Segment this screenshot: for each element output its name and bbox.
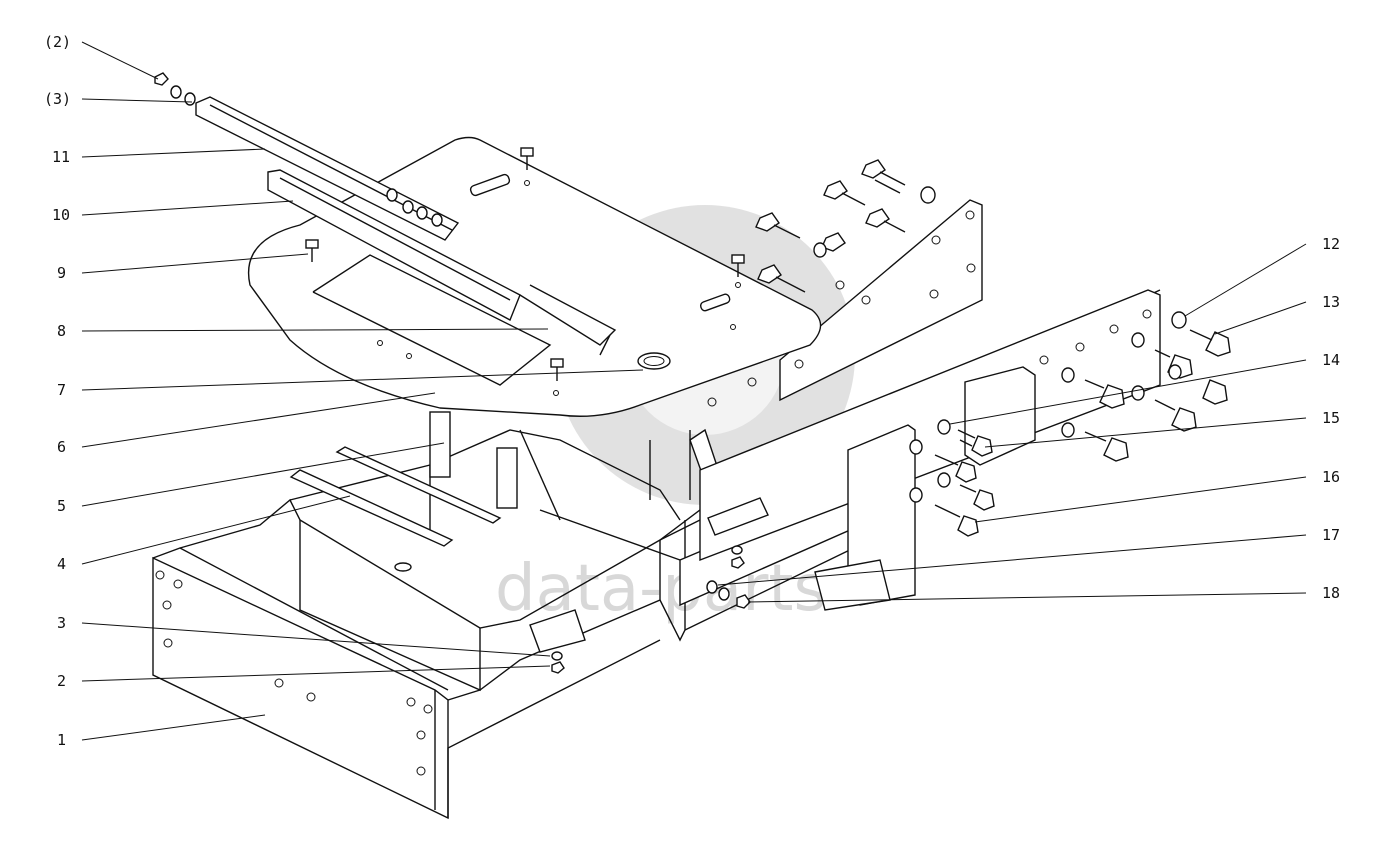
callout-label: 1 [57, 731, 66, 749]
callout-label: 17 [1322, 526, 1340, 544]
callout-label: 3 [57, 614, 66, 632]
watermark-text: data-parts [495, 552, 827, 626]
fasteners [154, 72, 1231, 674]
callout-label: 18 [1322, 584, 1340, 602]
bolt [1154, 399, 1197, 432]
part-bracket-right [529, 366, 1036, 653]
part-posts [429, 411, 518, 509]
callout-label: 10 [52, 206, 70, 224]
callout-label: 13 [1322, 293, 1340, 311]
callout-label: 4 [57, 555, 66, 573]
callout-label: 5 [57, 497, 66, 515]
callout-label: 9 [57, 264, 66, 282]
callout-label: 7 [57, 381, 66, 399]
bolt [957, 429, 993, 457]
callout-label: 8 [57, 322, 66, 340]
callout-label: 16 [1322, 468, 1340, 486]
callout-label: (2) [44, 33, 71, 51]
part-straps-4 [289, 446, 502, 547]
callout-label: (3) [44, 90, 71, 108]
bolt [1084, 431, 1129, 462]
part-rail-10 [267, 169, 521, 321]
bolt [755, 212, 801, 239]
callout-label: 6 [57, 438, 66, 456]
bolt [1189, 329, 1231, 357]
callout-labels-right: 12 13 14 15 16 17 18 [1322, 235, 1340, 602]
bolt [1084, 379, 1125, 409]
callout-label: 11 [52, 148, 70, 166]
bolt [1202, 379, 1228, 405]
bolt [823, 180, 866, 206]
callout-label: 12 [1322, 235, 1340, 253]
nut-small [154, 72, 169, 86]
bolt [934, 454, 977, 483]
part-right-side-member [699, 199, 1161, 562]
callout-labels-left: (2) (3) 11 10 9 8 7 6 5 4 3 2 1 [44, 33, 71, 749]
plate-bolts [305, 147, 745, 381]
part-rod-8 [519, 284, 617, 356]
bolt [757, 264, 806, 293]
leader-lines [81, 41, 1307, 741]
callout-label: 2 [57, 672, 66, 690]
bolt [959, 484, 995, 511]
callout-label: 15 [1322, 409, 1340, 427]
bolt [934, 504, 979, 537]
callout-label: 14 [1322, 351, 1340, 369]
bolt [861, 159, 906, 194]
bolt [865, 208, 906, 233]
